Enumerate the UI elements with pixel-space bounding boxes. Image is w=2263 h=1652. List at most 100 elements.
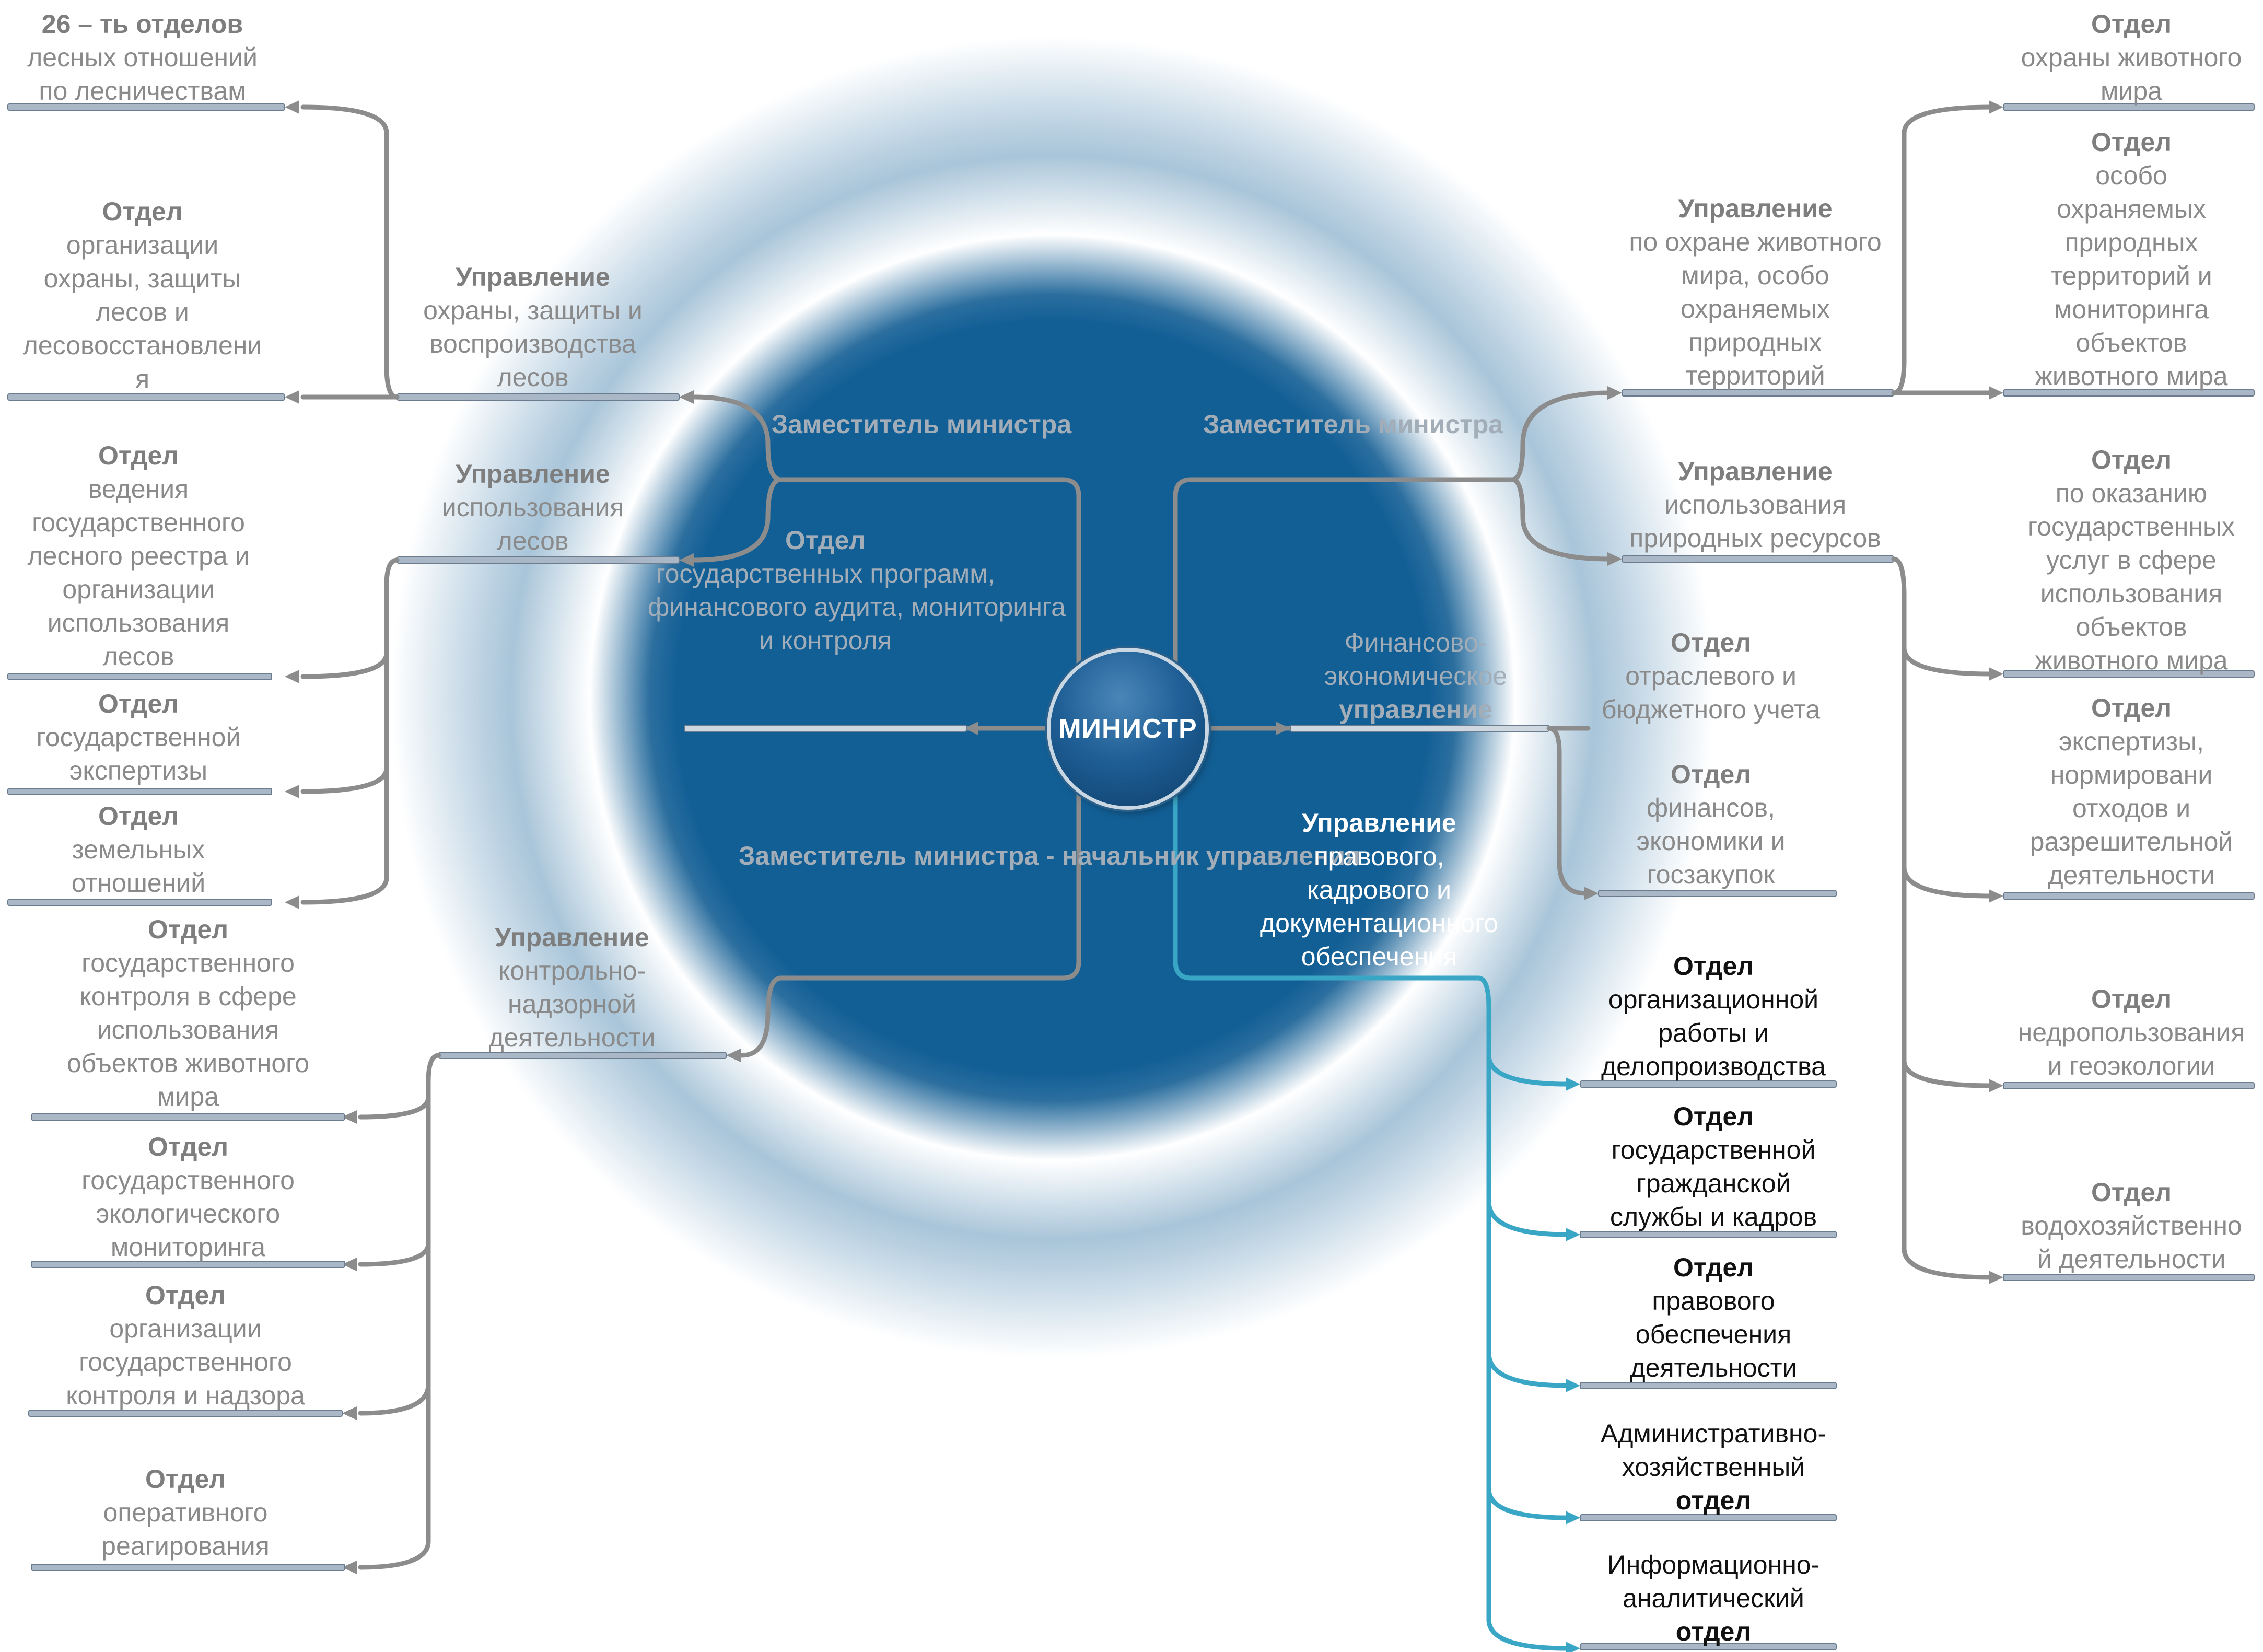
node-text-line: документационного (1259, 909, 1499, 938)
node-text-line: контроля в сфере (79, 982, 297, 1011)
node-text-line: отношений (71, 868, 206, 898)
underline-bar (7, 673, 272, 680)
arrow-head (1989, 667, 2003, 681)
node-text-line: особо (2095, 161, 2167, 190)
connector-curve (1891, 556, 1993, 677)
node-text-line: нормировани (2050, 760, 2213, 789)
connector-curve (1476, 975, 1570, 1087)
node-text-line: службы и кадров (1609, 1202, 1817, 1231)
node-text-line: деятельности (2048, 860, 2215, 890)
node-text-line: государственной (1611, 1135, 1816, 1165)
node-text-line: Информационно- (1607, 1550, 1820, 1579)
underline-bar (1622, 555, 1894, 563)
underline-bar (2003, 1082, 2255, 1089)
deputy-right-top[interactable]: Заместитель министра (1170, 408, 1536, 441)
node-title: Отдел (98, 441, 179, 470)
underline-bar (2003, 103, 2255, 111)
underline-bar (396, 556, 680, 564)
connector-curve (692, 394, 784, 482)
node-text-line: охраны животного (2021, 43, 2242, 72)
node-text-line: мира (157, 1082, 219, 1111)
node-title: Управление (456, 459, 610, 488)
node-text-line: лесов (497, 363, 569, 392)
minister-node[interactable]: МИНИСТР (1051, 652, 1205, 806)
node-text-line: аналитический (1623, 1584, 1804, 1613)
node-text-line: водохозяйственно (2021, 1211, 2242, 1240)
node-text-line: мониторинга (2054, 295, 2209, 324)
underline-bar (1580, 1514, 1837, 1521)
connector-curve (300, 557, 400, 679)
node-text-line: лесов и (96, 297, 189, 327)
node-text-line: лесного реестра и (27, 541, 250, 571)
node-title: Отдел (2091, 984, 2172, 1014)
underline-bar (2003, 1274, 2255, 1281)
node-text-line: правового (1652, 1286, 1775, 1316)
node-text-line: территорий и (2050, 261, 2212, 290)
node-text-line: государственной (36, 723, 241, 752)
node-text-line: государственного (32, 508, 245, 537)
deputy-left-top[interactable]: Заместитель министра (739, 408, 1104, 441)
arrow-head (342, 1110, 357, 1124)
node-text-line: экономическое (1324, 661, 1508, 691)
node-text-line: лесных отношений (27, 43, 258, 72)
node-text-line: экономики и (1636, 827, 1786, 856)
arrow-head (679, 390, 694, 404)
connector-curve (1510, 390, 1612, 482)
node-text-line: Финансово- (1344, 628, 1487, 657)
underline-bar (2003, 892, 2255, 900)
arrow-head (1566, 1379, 1580, 1392)
arrow-head (1989, 889, 2003, 903)
node-title: Отдел (147, 1132, 229, 1161)
connector-curve (1173, 477, 1515, 681)
connector-curve (300, 765, 389, 905)
arrow-head (285, 390, 299, 404)
node-text-line: использования (2040, 579, 2223, 608)
node-title: Отдел (98, 801, 179, 831)
arrow-head (1607, 552, 1622, 566)
node-text-line: охраняемых (1681, 294, 1830, 323)
node-text-line: недропользования (2017, 1018, 2245, 1047)
node-text-line: я (135, 364, 150, 393)
deputy-left-bottom[interactable]: Заместитель министра - начальник управле… (739, 839, 1360, 872)
underline-bar (1598, 890, 1837, 897)
connector-curve (1486, 1486, 1570, 1651)
arrow-head (964, 722, 978, 735)
node-text-line: территорий (1685, 361, 1825, 390)
node-text-line: контроля и надзора (66, 1381, 305, 1410)
arrow-head (1989, 386, 2003, 400)
arrow-head (1989, 100, 2003, 114)
arrow-head (1566, 1228, 1580, 1241)
arrow-head (1989, 1079, 2003, 1092)
connector-curve (1902, 645, 1993, 899)
